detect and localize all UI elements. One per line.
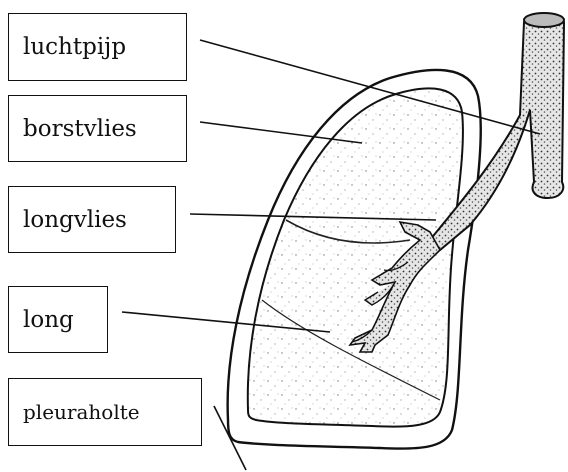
label-longvlies: longvlies (8, 186, 176, 253)
pointer-pleuraholte (214, 406, 246, 470)
label-long: long (8, 286, 108, 353)
label-borstvlies: borstvlies (8, 95, 187, 162)
label-luchtpijp: luchtpijp (8, 13, 187, 81)
label-pleuraholte: pleuraholte (8, 378, 202, 446)
